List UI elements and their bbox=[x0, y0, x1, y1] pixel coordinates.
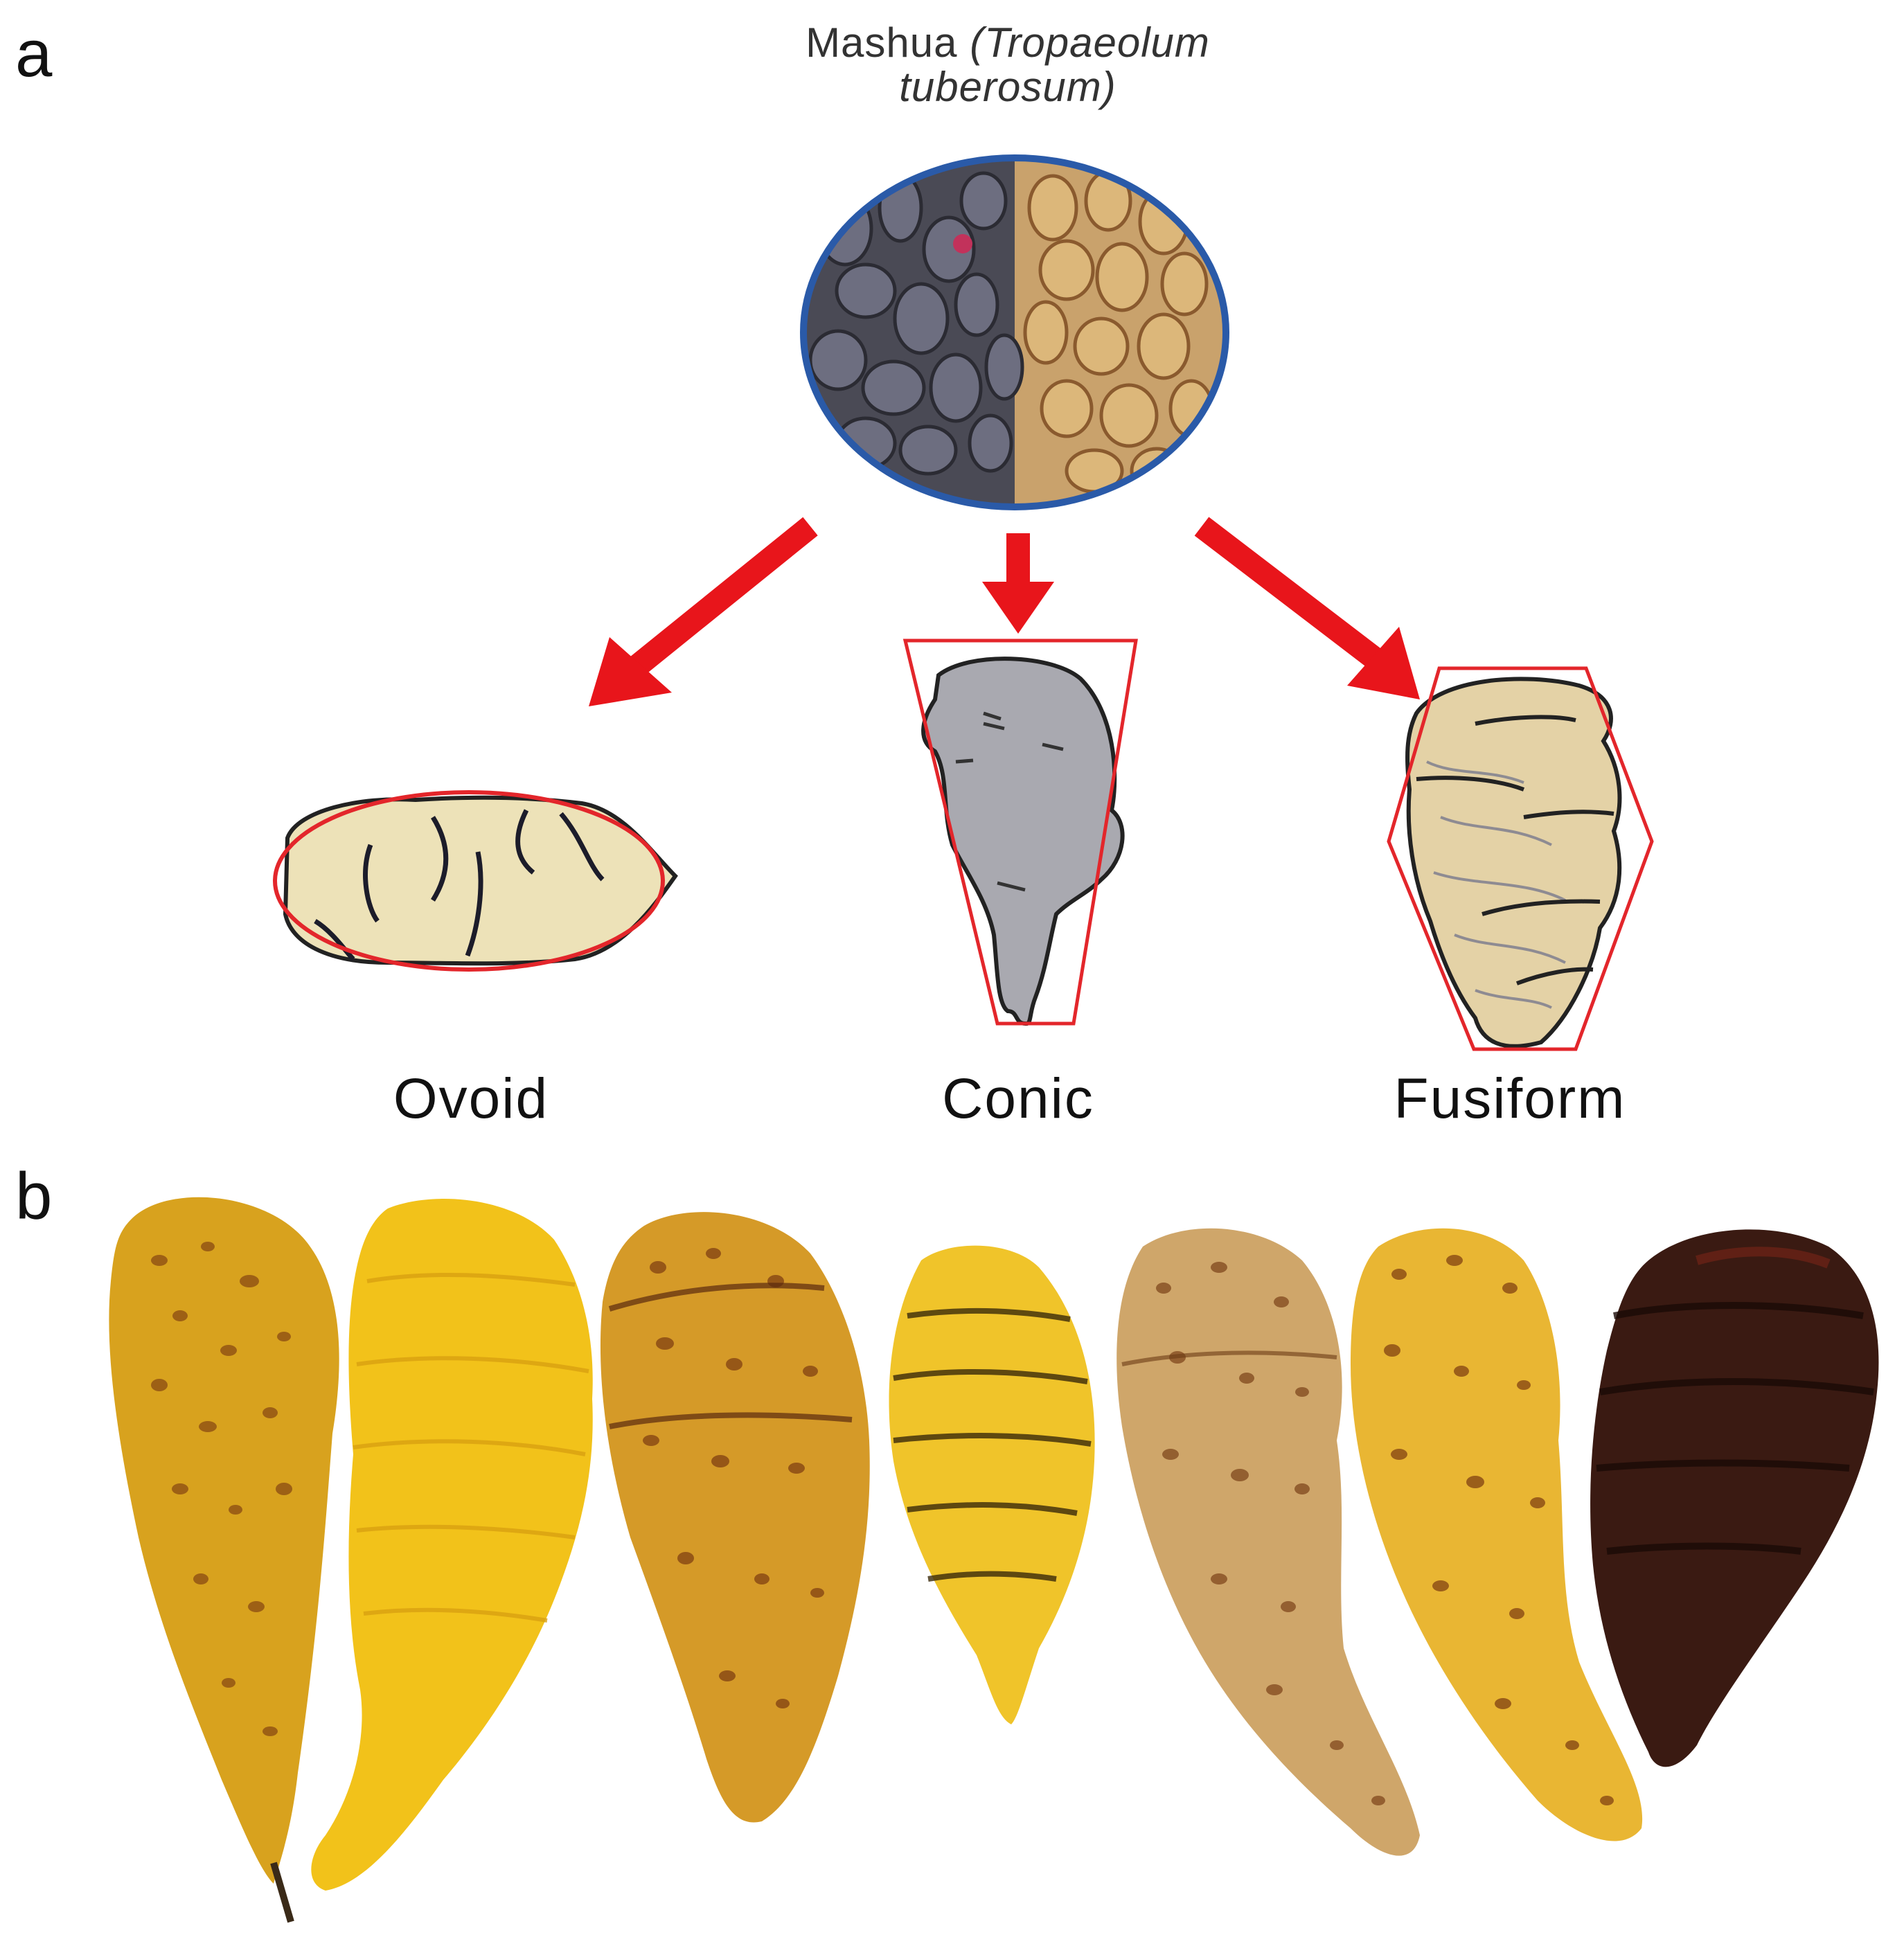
arrow-to-fusiform bbox=[1194, 517, 1420, 699]
title-scientific-name: (Tropaeolum tuberosum) bbox=[899, 19, 1210, 110]
arrow-to-conic bbox=[982, 533, 1054, 634]
fusiform-tuber-illustration bbox=[1387, 666, 1654, 1051]
panel-label-b: b bbox=[15, 1159, 53, 1233]
tuber-photo-1 bbox=[109, 1197, 339, 1923]
ovoid-tuber-illustration bbox=[273, 790, 678, 972]
shape-label-ovoid: Ovoid bbox=[393, 1067, 549, 1130]
mashua-photo-circle bbox=[800, 154, 1229, 510]
tuber-photo-3 bbox=[600, 1212, 870, 1823]
shape-label-conic: Conic bbox=[942, 1067, 1094, 1130]
tuber-photo-4 bbox=[889, 1245, 1095, 1724]
tuber-photo-5 bbox=[1116, 1228, 1420, 1856]
tuber-photo-row bbox=[109, 1197, 1879, 1923]
tuber-photo-2 bbox=[311, 1199, 593, 1891]
shape-label-fusiform: Fusiform bbox=[1394, 1067, 1626, 1130]
arrow-to-ovoid bbox=[589, 517, 818, 706]
title-common-name: Mashua bbox=[806, 19, 970, 66]
tuber-photo-6 bbox=[1351, 1228, 1643, 1841]
panel-label-a: a bbox=[15, 17, 53, 91]
tuber-photo-7 bbox=[1590, 1229, 1879, 1767]
conic-tuber-illustration bbox=[902, 639, 1138, 1026]
figure-title: Mashua (Tropaeolum tuberosum) bbox=[734, 21, 1281, 109]
